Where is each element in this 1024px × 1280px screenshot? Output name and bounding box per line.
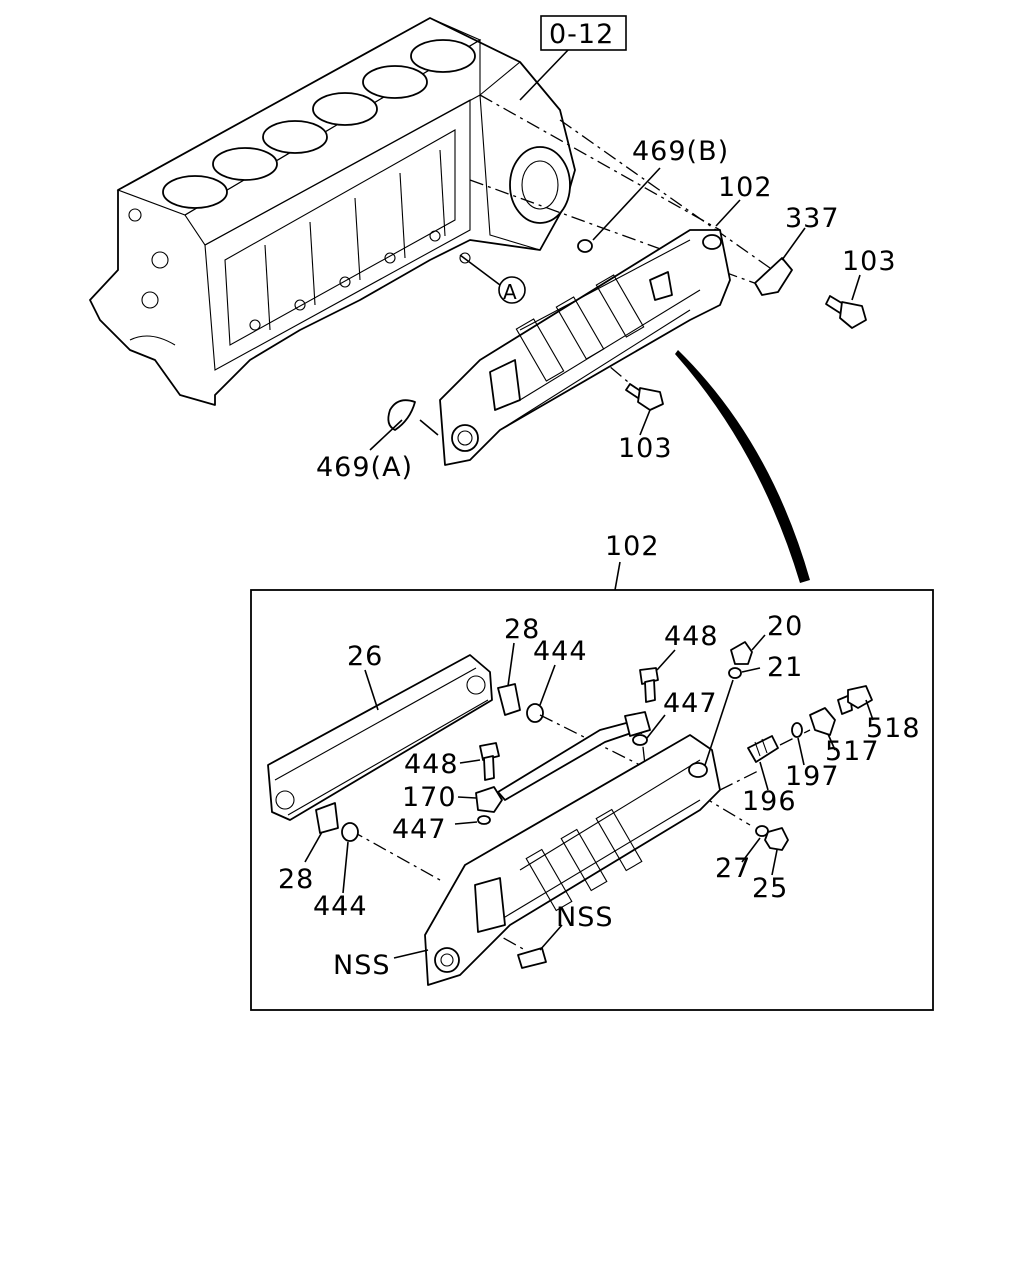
o-ring-444-bottom (341, 822, 359, 842)
label-103-right: 103 (842, 246, 897, 277)
bolt-448-mid (479, 742, 500, 781)
callout-circle (498, 276, 526, 304)
label-27: 27 (715, 853, 751, 884)
detail-arrow (675, 350, 810, 583)
label-102-top: 102 (718, 172, 773, 203)
washer-27 (755, 825, 769, 837)
label-nss-left: NSS (333, 950, 390, 981)
bolt-448-top (639, 667, 659, 703)
reference-box-label: 0-12 (549, 19, 614, 50)
reference-box (540, 15, 627, 51)
callout-circle-label: A (503, 280, 518, 304)
label-517: 517 (825, 736, 880, 767)
egr-cooler-assembly-top (439, 229, 731, 466)
label-102-inset: 102 (605, 531, 660, 562)
label-196: 196 (742, 786, 797, 817)
tube-end-bracket (624, 711, 651, 737)
fitting-517 (809, 707, 836, 736)
label-469b: 469(B) (632, 136, 729, 167)
bracket-337 (754, 257, 793, 296)
nut-25 (764, 827, 789, 851)
label-20: 20 (767, 611, 803, 642)
label-25: 25 (752, 873, 788, 904)
label-337: 337 (785, 203, 840, 234)
nss-plate (517, 947, 547, 969)
gasket-28-bottom (315, 802, 339, 834)
cylinder-block-drawing (89, 17, 576, 406)
o-ring-447-top (632, 734, 648, 746)
o-ring-444-top (526, 703, 544, 723)
label-448-top: 448 (664, 621, 719, 652)
bolt-518 (837, 685, 873, 715)
o-ring-447-mid (477, 815, 491, 825)
o-ring-469b (577, 239, 593, 253)
label-26: 26 (347, 641, 383, 672)
label-518: 518 (866, 713, 921, 744)
label-447-mid: 447 (392, 814, 447, 845)
label-28-bottom: 28 (278, 864, 314, 895)
plug-20 (730, 641, 753, 665)
bolt-103-right (825, 295, 867, 329)
label-103-lower: 103 (618, 433, 673, 464)
label-447-top: 447 (663, 688, 718, 719)
label-444-top: 444 (533, 636, 588, 667)
sensor-196 (747, 735, 779, 763)
label-nss-right: NSS (556, 902, 613, 933)
label-28-top: 28 (504, 614, 540, 645)
cooler-core-26 (267, 654, 493, 821)
egr-cooler-body-inset (424, 734, 721, 986)
gasket-28-top (497, 683, 521, 716)
gasket-469a (387, 399, 416, 431)
clamp-170 (475, 786, 503, 813)
bolt-103-lower (625, 383, 664, 411)
label-444-bottom: 444 (313, 891, 368, 922)
washer-21 (728, 667, 742, 679)
washer-197 (791, 722, 803, 738)
label-448-mid: 448 (404, 749, 459, 780)
detail-inset-frame (250, 589, 934, 1011)
label-469a: 469(A) (316, 452, 413, 483)
label-170: 170 (402, 782, 457, 813)
label-197: 197 (785, 761, 840, 792)
label-21: 21 (767, 652, 803, 683)
